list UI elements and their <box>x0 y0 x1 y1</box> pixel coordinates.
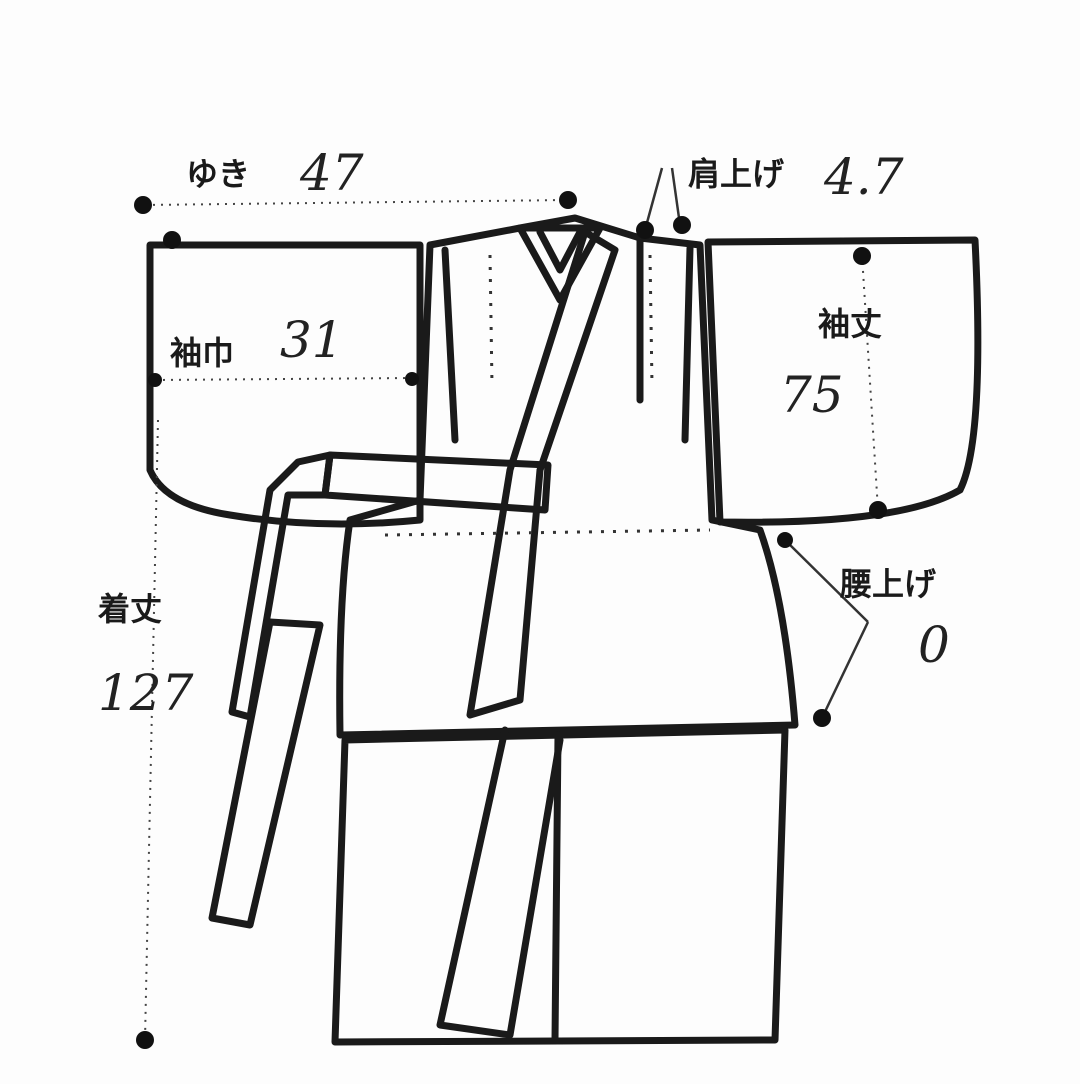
collar <box>516 224 604 304</box>
body-upper <box>336 214 799 739</box>
sodetake-label: 袖丈 <box>818 305 883 343</box>
sodetake-value: 75 <box>780 366 844 424</box>
yuki-value: 47 <box>300 144 364 202</box>
koshi-age-label: 腰上げ <box>840 565 937 603</box>
yuki-label: ゆき <box>186 155 251 193</box>
collar-band <box>536 228 584 274</box>
lower-center-seam <box>551 731 562 1044</box>
right-sleeve <box>704 236 982 526</box>
left-sleeve <box>146 241 424 528</box>
collar-strip <box>466 228 619 719</box>
kitake-label: 着丈 <box>98 590 163 628</box>
kata-age-label: 肩上げ <box>688 155 785 193</box>
front-strip <box>436 726 564 1039</box>
kitake-value: 127 <box>98 664 194 722</box>
left-front-panel <box>441 246 459 444</box>
right-front-panel <box>681 244 694 444</box>
kata-age-value: 4.7 <box>824 148 904 206</box>
tie-upper <box>228 451 334 721</box>
sodehaba-label: 袖巾 <box>170 334 235 372</box>
tie-lower <box>208 618 324 929</box>
sodehaba-value: 31 <box>280 311 344 369</box>
koshi-age-value: 0 <box>918 616 950 674</box>
lower-body <box>331 726 789 1046</box>
waist-band <box>321 451 552 514</box>
